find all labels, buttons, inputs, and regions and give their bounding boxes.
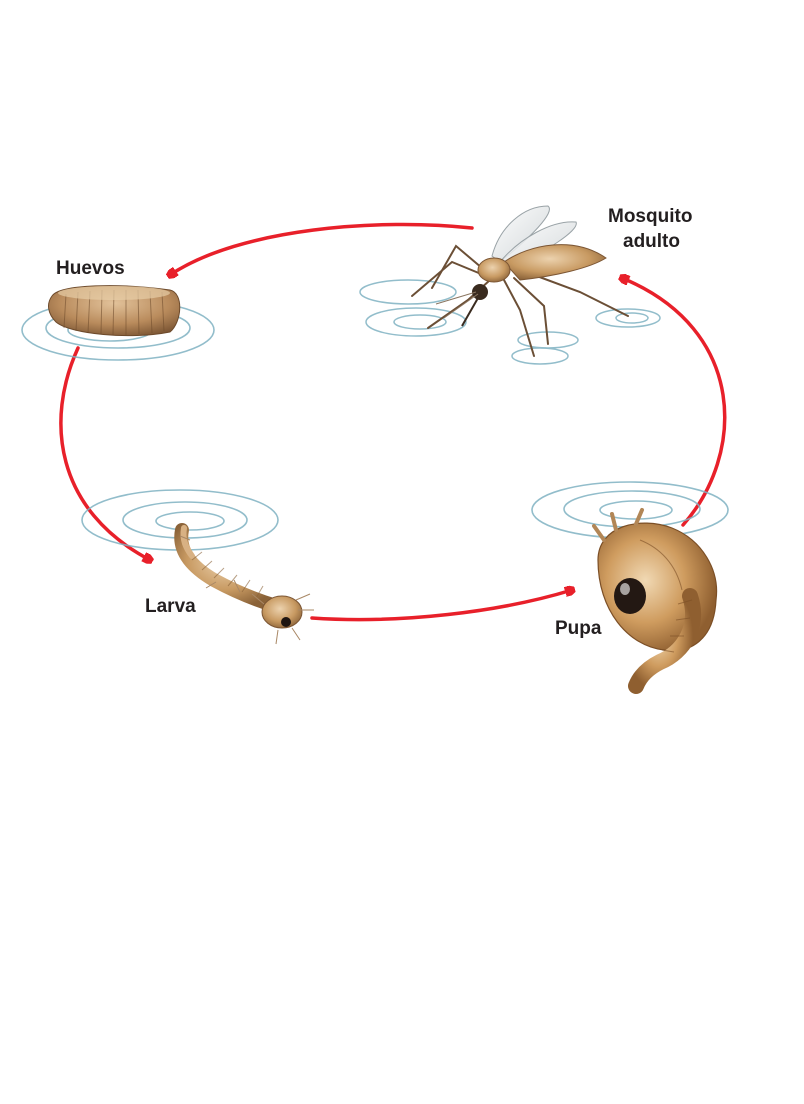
larva-icon [81,489,314,645]
label-eggs: Huevos [56,258,125,279]
arrow-larva-to-pupa [310,590,572,622]
label-adult-line1: Mosquito [608,206,692,227]
arrow-adult-to-eggs [170,222,474,275]
egg-raft-icon [21,285,215,361]
arrow-pupa-to-adult [622,278,727,527]
cycle-arrows [59,222,727,622]
mosquito-legs [411,244,629,357]
pupa-icon [531,481,729,694]
arrow-eggs-to-larva [59,346,150,560]
label-pupa: Pupa [555,618,602,639]
mosquito-ripples [359,279,661,365]
label-larva: Larva [145,596,196,617]
label-adult-line2: adulto [623,231,680,252]
mosquito-icon [359,205,661,365]
